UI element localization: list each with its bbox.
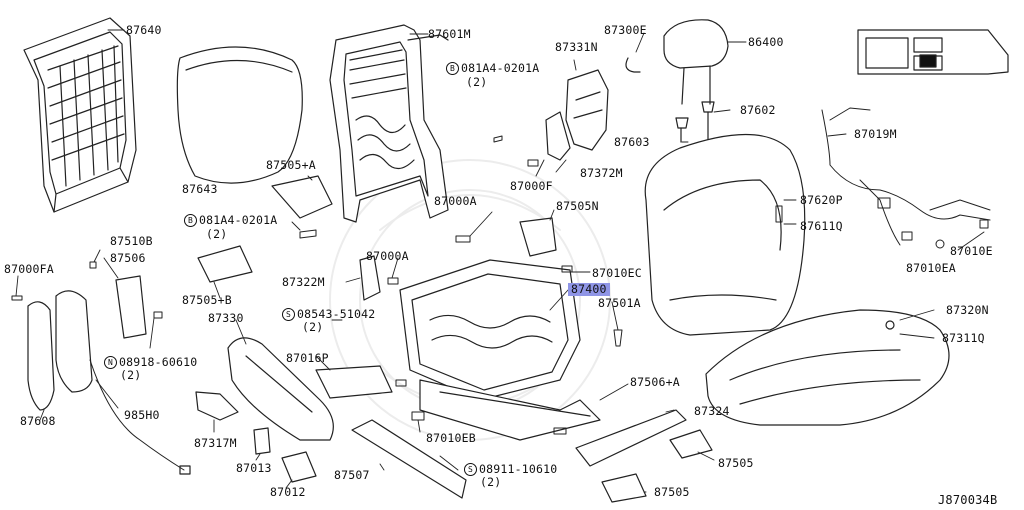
label-87010EC: 87010EC (592, 266, 642, 280)
label-87603: 87603 (614, 135, 650, 149)
label-87601M: 87601M (428, 27, 471, 41)
label-87010EA: 87010EA (906, 261, 956, 275)
switch-87016P (315, 365, 393, 399)
label-87400-highlighted[interactable]: 87400 (568, 283, 610, 296)
label-87507: 87507 (334, 468, 370, 482)
label-87311Q: 87311Q (942, 331, 985, 345)
label-87372M: 87372M (580, 166, 623, 180)
cover-87372M (545, 111, 571, 161)
label-87505B: 87505+B (182, 293, 232, 307)
cover-87331N (565, 69, 609, 151)
label-87643: 87643 (182, 182, 218, 196)
label-87000F: 87000F (510, 179, 553, 193)
knob-87013 (253, 427, 271, 455)
qty-081A4-0201A-b: (2) (206, 227, 228, 241)
lever-87322M (359, 255, 381, 301)
cover-87505A (271, 175, 333, 219)
label-87506: 87506 (110, 251, 146, 265)
part-number: 081A4-0201A (199, 213, 278, 227)
cover-87505-a (669, 429, 713, 459)
airbag-985H0 (55, 290, 191, 475)
label-86400: 86400 (748, 35, 784, 49)
label-87013: 87013 (236, 461, 272, 475)
qty-08543-51042: (2) (302, 320, 324, 334)
prefix-circle: N (104, 356, 117, 369)
label-87506A: 87506+A (630, 375, 680, 389)
cover-87505B (197, 245, 253, 283)
qty-08918-60610: (2) (120, 368, 142, 382)
bracket-87506 (115, 275, 147, 339)
headrest-86400 (663, 19, 729, 147)
part-number: 08543-51042 (297, 307, 376, 321)
part-number: 081A4-0201A (461, 61, 540, 75)
qty-081A4-0201A-a: (2) (466, 75, 488, 89)
label-87000A-b: 87000A (366, 249, 409, 263)
cover-87505N (519, 217, 557, 257)
qty-08911-10610: (2) (480, 475, 502, 489)
prefix-circle: S (282, 308, 295, 321)
connector-87317M (195, 391, 239, 421)
leader-lines (15, 29, 985, 493)
seatback-pad-87643 (176, 46, 303, 184)
label-87322M: 87322M (282, 275, 325, 289)
knob-87012 (281, 451, 317, 483)
label-87611Q: 87611Q (800, 219, 843, 233)
rail-cover-87324 (575, 409, 687, 467)
clip-87300E (625, 57, 641, 73)
label-87505-a: 87505 (718, 456, 754, 470)
side-cover-87330 (227, 337, 334, 441)
label-87000A-a: 87000A (434, 194, 477, 208)
cover-87505-b (601, 473, 647, 503)
label-87505N: 87505N (556, 199, 599, 213)
seatback-board-87640 (23, 17, 137, 213)
label-87331N: 87331N (555, 40, 598, 54)
label-87620P: 87620P (800, 193, 843, 207)
label-87300E: 87300E (604, 23, 647, 37)
label-87010EB: 87010EB (426, 431, 476, 445)
label-87019M: 87019M (854, 127, 897, 141)
seat-frame-87400 (399, 259, 601, 441)
diagram-id: J870034B (938, 493, 998, 507)
label-87330: 87330 (208, 311, 244, 325)
label-87640: 87640 (126, 23, 162, 37)
prefix-circle: B (184, 214, 197, 227)
part-number: 08911-10610 (479, 462, 558, 476)
label-87602: 87602 (740, 103, 776, 117)
seatback-frame-87601M (329, 24, 449, 223)
label-87012: 87012 (270, 485, 306, 499)
label-87510B: 87510B (110, 234, 153, 248)
label-87010E: 87010E (950, 244, 993, 258)
prefix-circle: S (464, 463, 477, 476)
label-87320N: 87320N (946, 303, 989, 317)
label-87505-b: 87505 (654, 485, 690, 499)
label-87501A: 87501A (598, 296, 641, 310)
label-87608: 87608 (20, 414, 56, 428)
label-985H0: 985H0 (124, 408, 160, 422)
label-87317M: 87317M (194, 436, 237, 450)
prefix-circle: B (446, 62, 459, 75)
side-trim-87608 (27, 301, 55, 411)
part-number: 08918-60610 (119, 355, 198, 369)
seatback-cushion-right (644, 133, 806, 336)
wire-harness-87019M (821, 107, 991, 249)
label-87016P: 87016P (286, 351, 329, 365)
seat-cushion-87320N (705, 309, 950, 426)
label-87324: 87324 (694, 404, 730, 418)
vehicle-position-icon (857, 29, 1009, 75)
label-87000FA: 87000FA (4, 262, 54, 276)
bolt-081A4 (299, 135, 503, 239)
rail-cover-87507 (351, 419, 467, 499)
label-87505A: 87505+A (266, 158, 316, 172)
